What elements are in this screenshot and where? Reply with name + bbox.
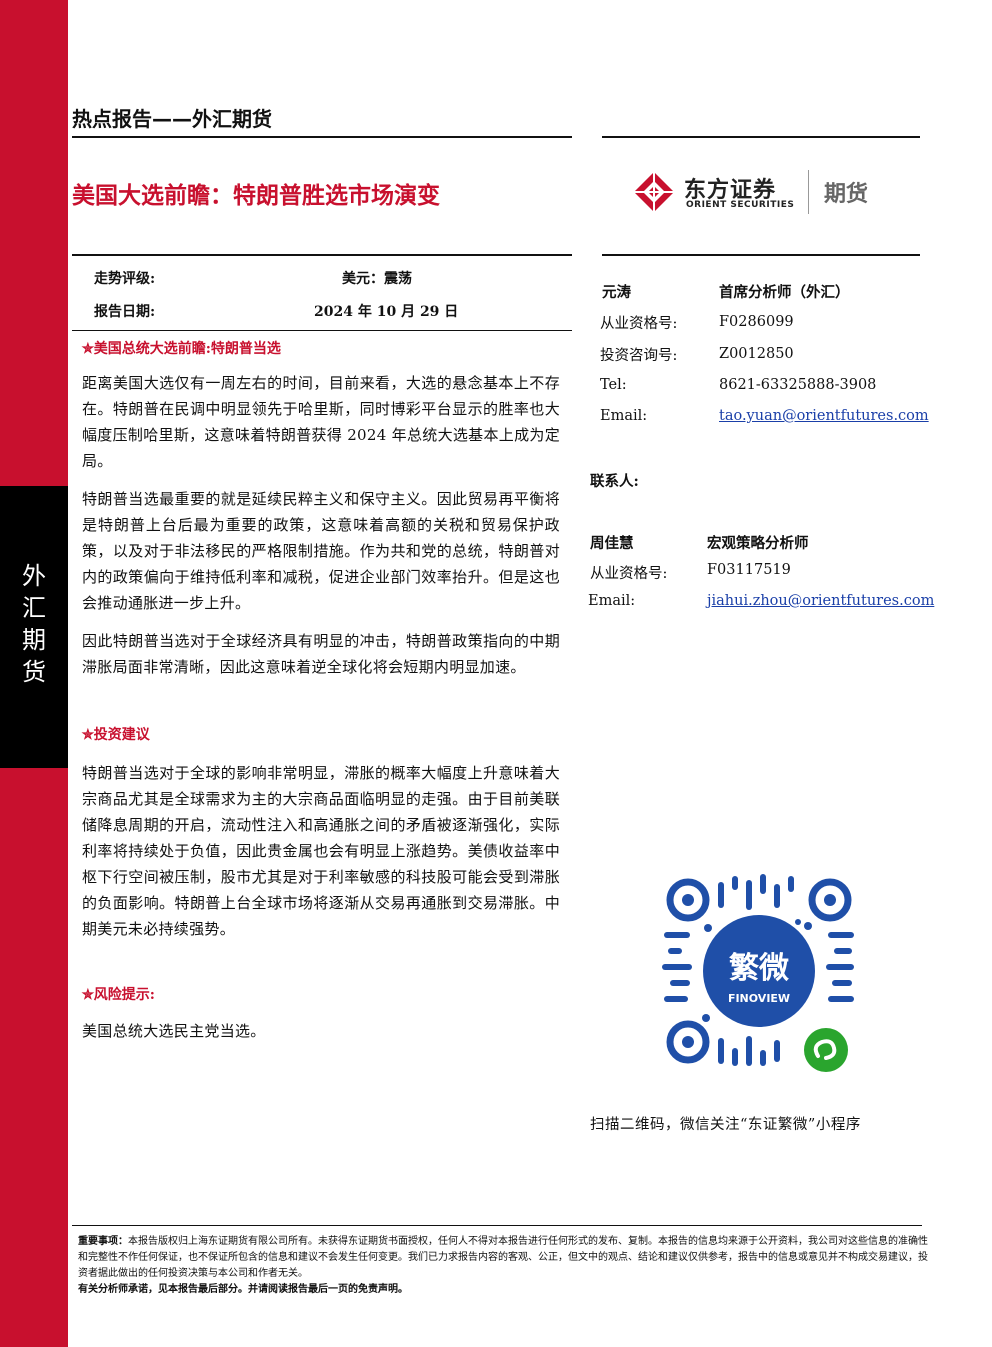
rating-rule <box>72 330 572 331</box>
header-rule-left <box>72 136 572 138</box>
footer-rule <box>72 1225 922 1226</box>
logo-name-en: ORIENT SECURITIES <box>686 200 795 210</box>
logo-divider <box>808 170 809 214</box>
analyst-name: 元涛 <box>602 284 631 301</box>
contact-cert-label: 从业资格号: <box>590 566 668 582</box>
section-heading-outlook: ✮美国总统大选前瞻:特朗普当选 <box>82 341 281 357</box>
contact-name: 周佳慧 <box>590 535 634 552</box>
star-icon: ✮ <box>82 727 94 743</box>
logo-name-cn: 东方证券 <box>684 178 777 203</box>
disclaimer-lead: 重要事项： <box>78 1236 128 1247</box>
analyst-cert: F0286099 <box>719 314 794 330</box>
analyst-tel: 8621-63325888-3908 <box>719 377 877 393</box>
disclaimer: 重要事项：本报告版权归上海东证期货有限公司所有。未获得东证期货书面授权，任何人不… <box>78 1234 928 1298</box>
section-heading-advice: ✮投资建议 <box>82 727 150 743</box>
analyst-cert-label: 从业资格号: <box>600 316 678 332</box>
company-logo: 东方证券 ORIENT SECURITIES 期货 <box>634 170 904 214</box>
star-icon: ✮ <box>82 341 94 357</box>
paragraph: 美国总统大选民主党当选。 <box>82 1022 266 1040</box>
disclaimer-text: 本报告版权归上海东证期货有限公司所有。未获得东证期货书面授权，任何人不得对本报告… <box>78 1236 928 1279</box>
qr-center-en: FINOVIEW <box>728 992 790 1005</box>
date-label: 报告日期: <box>94 304 156 320</box>
contact-label: 联系人: <box>590 473 639 490</box>
paragraph: 特朗普当选对于全球的影响非常明显，滞胀的概率大幅度上升意味着大宗商品尤其是全球需… <box>82 764 560 938</box>
analyst-invest-label: 投资咨询号: <box>600 348 678 364</box>
contact-email-link[interactable]: jiahui.zhou@orientfutures.com <box>707 593 935 609</box>
mini-program-icon <box>813 1039 837 1060</box>
title-rule-left <box>72 254 572 256</box>
paragraph: 距离美国大选仅有一周左右的时间，目前来看，大选的悬念基本上不存在。特朗普在民调中… <box>82 374 560 470</box>
logo-division: 期货 <box>824 182 869 207</box>
contact-cert: F03117519 <box>707 562 791 578</box>
analyst-tel-label: Tel: <box>600 377 627 393</box>
paragraph: 特朗普当选最重要的就是延续民粹主义和保守主义。因此贸易再平衡将是特朗普上台后最为… <box>82 490 560 612</box>
side-label: 外 汇 期 货 <box>22 562 46 686</box>
analyst-invest: Z0012850 <box>719 346 794 362</box>
contact-email-label: Email: <box>588 593 636 609</box>
side-label-block <box>0 486 68 768</box>
star-icon: ✮ <box>82 987 94 1003</box>
trend-label: 走势评级: <box>94 271 156 287</box>
qr-caption: 扫描二维码，微信关注“东证繁微”小程序 <box>590 1117 861 1133</box>
trend-value: 美元：震荡 <box>342 271 412 287</box>
analyst-email-link[interactable]: tao.yuan@orientfutures.com <box>719 408 929 424</box>
analyst-role: 首席分析师（外汇） <box>719 284 850 301</box>
disclaimer-footer: 有关分析师承诺，见本报告最后部分。并请阅读报告最后一页的免责声明。 <box>78 1284 408 1295</box>
paragraph: 因此特朗普当选对于全球经济具有明显的冲击，特朗普政策指向的中期滞胀局面非常清晰，… <box>82 632 560 676</box>
report-type: 热点报告——外汇期货 <box>72 107 272 131</box>
analyst-email-label: Email: <box>600 408 648 424</box>
title-rule-right <box>602 254 920 256</box>
qr-center-cn: 繁微 <box>729 951 789 986</box>
header-rule-right <box>602 136 920 138</box>
mini-program-qr-code[interactable]: 繁微 FINOVIEW <box>648 860 870 1082</box>
page-title: 美国大选前瞻：特朗普胜选市场演变 <box>72 183 440 209</box>
contact-role: 宏观策略分析师 <box>707 535 809 552</box>
section-heading-risk: ✮风险提示: <box>82 987 155 1003</box>
date-value: 2024 年 10 月 29 日 <box>314 304 459 320</box>
orient-logo-icon <box>634 172 674 212</box>
